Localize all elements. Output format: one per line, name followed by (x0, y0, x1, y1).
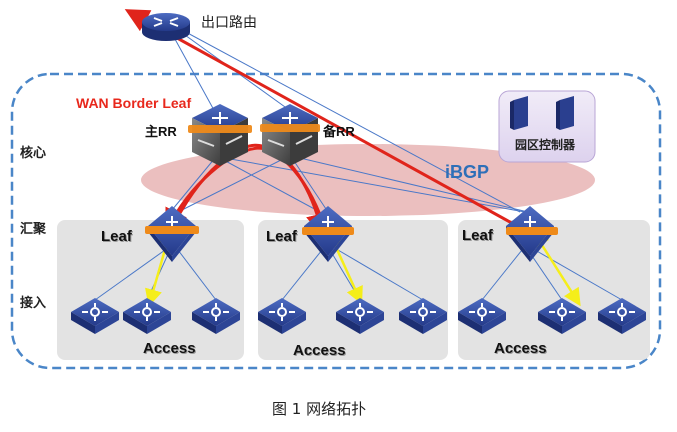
figure-caption: 图 1 网络拓扑 (272, 400, 367, 418)
router-icon (142, 13, 190, 41)
leaf-switch-3 (506, 206, 558, 262)
access-switches (71, 298, 646, 334)
leaf-switch-2 (302, 206, 354, 262)
egress-router-label: 出口路由 (201, 15, 257, 31)
access-switch-2-3 (399, 298, 447, 334)
server-icon (556, 96, 574, 130)
traffic-paths (124, 9, 529, 238)
leaf-label-2: Leaf (266, 228, 297, 245)
access-switch-1-1 (71, 298, 119, 334)
access-switch-3-1 (458, 298, 506, 334)
access-switch-2-2 (336, 298, 384, 334)
server-icon (510, 96, 528, 130)
east-west-path-2 (165, 146, 328, 234)
pod-1-background (57, 220, 244, 360)
access-label-3: Access (494, 340, 547, 357)
access-switch-3-3 (598, 298, 646, 334)
vxlan-bar (302, 227, 354, 235)
backup-rr-label: 备RR (323, 124, 355, 139)
core-switch-backup (260, 104, 320, 166)
controller-label: 园区控制器 (515, 138, 576, 152)
primary-rr-label: 主RR (145, 124, 177, 139)
core-switch-primary (188, 104, 252, 166)
campus-controller (498, 90, 596, 163)
ibgp-domain (141, 144, 595, 216)
vxlan-bar (145, 226, 199, 234)
aggregation-layer-label: 汇聚 (20, 222, 47, 237)
leaf-label-1: Leaf (101, 228, 132, 245)
vxlan-bar (260, 124, 320, 132)
campus-boundary (10, 72, 662, 370)
access-switch-1-3 (192, 298, 240, 334)
access-switch-2-1 (258, 298, 306, 334)
vxlan-bar (506, 227, 558, 235)
access-layer-label: 接入 (20, 296, 47, 311)
vxlan-bar (188, 125, 252, 133)
access-label-1: Access (143, 340, 196, 357)
core-layer-label: 核心 (20, 146, 47, 161)
access-switch-1-2 (123, 298, 171, 334)
ibgp-label: iBGP (445, 162, 490, 182)
wan-border-leaf-label: WAN Border Leaf (76, 95, 192, 111)
leaf-switch-1 (145, 206, 199, 262)
egress-path (124, 9, 529, 234)
access-label-2: Access (293, 342, 346, 359)
access-switch-3-2 (538, 298, 586, 334)
leaf-label-3: Leaf (462, 227, 493, 244)
